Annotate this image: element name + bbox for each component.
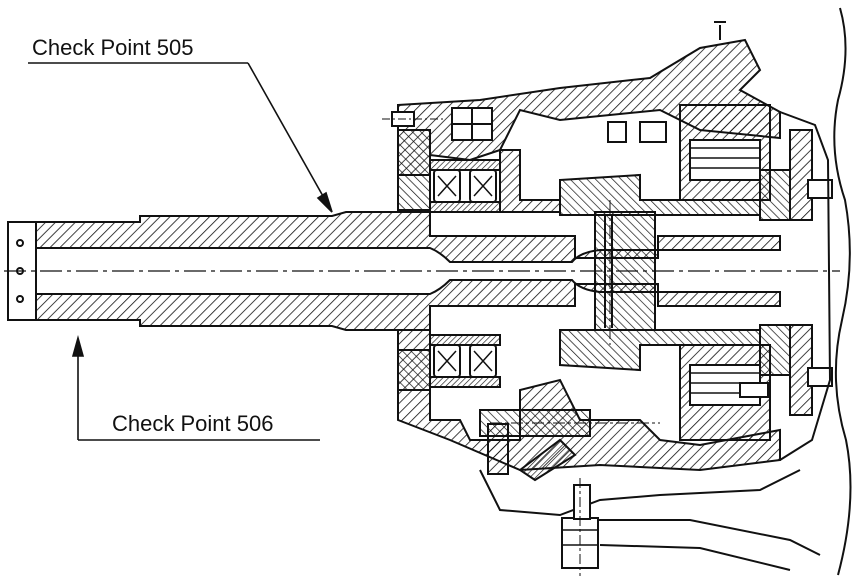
gear-pack-lower <box>559 324 833 441</box>
wheel-hub-outline <box>779 111 832 461</box>
housing-lower <box>397 329 801 517</box>
main-shaft <box>7 211 781 331</box>
callout-505-leader <box>28 62 333 213</box>
callout-506-leader <box>71 335 320 441</box>
gear-pack-upper <box>559 21 833 221</box>
check-point-506-label: Check Point 506 <box>112 411 274 436</box>
wheel-rim-break-line <box>833 7 852 576</box>
lower-bolt <box>561 478 821 576</box>
check-point-505-label: Check Point 505 <box>32 35 194 60</box>
